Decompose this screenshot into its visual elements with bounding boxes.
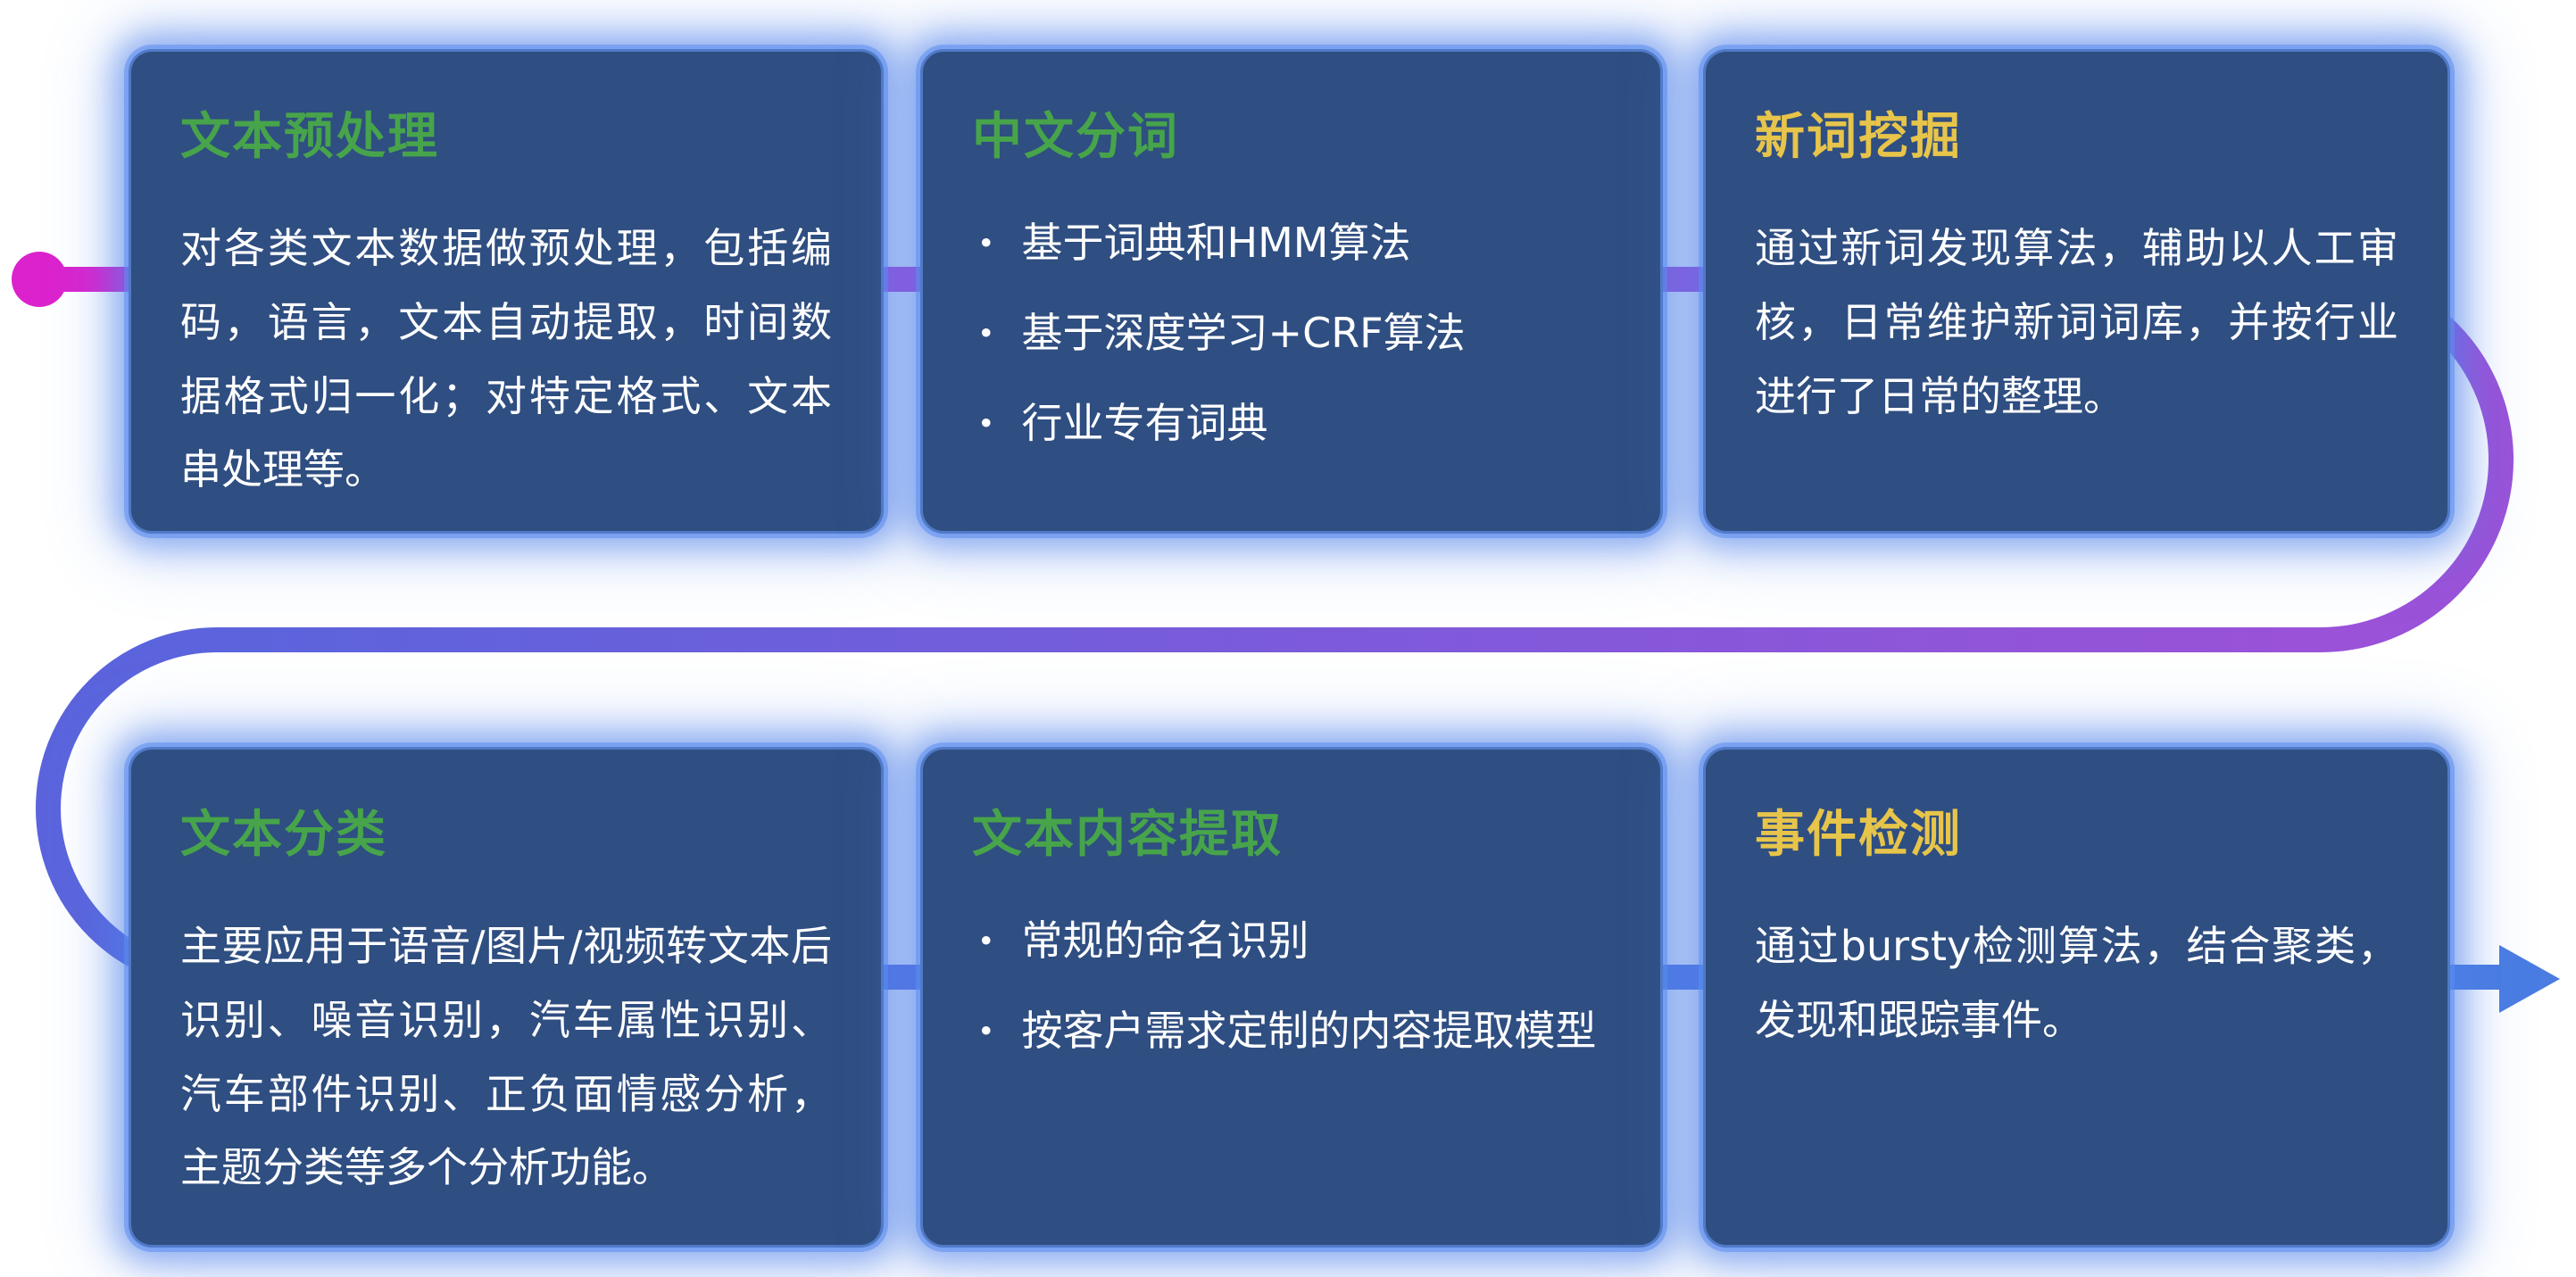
list-item: • 按客户需求定制的内容提取模型 [972, 999, 1611, 1065]
list-item: • 基于词典和HMM算法 [972, 211, 1611, 277]
flow-start-dot-icon [12, 252, 67, 307]
bullet-text: 常规的命名识别 [1021, 916, 1309, 965]
bullet-text: 行业专有词典 [1021, 398, 1268, 447]
card-title: 新词挖掘 [1755, 108, 1962, 166]
flow-arrow-icon [2499, 945, 2560, 1013]
card-title: 文本预处理 [180, 108, 439, 166]
bullet-icon: • [977, 405, 995, 441]
bullet-text: 基于词典和HMM算法 [1021, 219, 1411, 267]
card-new-word-mining: 新词挖掘 通过新词发现算法，辅助以人工审核，日常维护新词词库，并按行业进行了日常… [1703, 49, 2450, 534]
card-body: 通过新词发现算法，辅助以人工审核，日常维护新词词库，并按行业进行了日常的整理。 [1755, 224, 2398, 420]
bullet-list: • 常规的命名识别 • 按客户需求定制的内容提取模型 [972, 909, 1611, 1065]
list-item: • 基于深度学习+CRF算法 [972, 302, 1611, 367]
card-body: 通过bursty检测算法，结合聚类，发现和跟踪事件。 [1755, 922, 2398, 1044]
bullet-list: • 基于词典和HMM算法 • 基于深度学习+CRF算法 • 行业专有词典 [972, 211, 1611, 457]
bullet-text: 基于深度学习+CRF算法 [1021, 308, 1466, 357]
card-text-classification: 文本分类 主要应用于语音/图片/视频转文本后识别、噪音识别，汽车属性识别、汽车部… [129, 747, 884, 1248]
card-text-content-extraction: 文本内容提取 • 常规的命名识别 • 按客户需求定制的内容提取模型 [920, 747, 1663, 1248]
card-event-detection: 事件检测 通过bursty检测算法，结合聚类，发现和跟踪事件。 [1703, 747, 2450, 1248]
card-title: 中文分词 [972, 108, 1179, 166]
card-chinese-word-segmentation: 中文分词 • 基于词典和HMM算法 • 基于深度学习+CRF算法 • 行业专有词… [920, 49, 1663, 534]
list-item: • 行业专有词典 [972, 392, 1611, 457]
card-title: 文本分类 [180, 806, 387, 864]
list-item: • 常规的命名识别 [972, 909, 1611, 974]
bullet-text: 按客户需求定制的内容提取模型 [1021, 1006, 1597, 1055]
bullet-icon: • [977, 1013, 995, 1049]
card-title: 事件检测 [1755, 806, 1962, 864]
bullet-icon: • [977, 924, 995, 958]
card-body: 主要应用于语音/图片/视频转文本后识别、噪音识别，汽车属性识别、汽车部件识别、正… [180, 922, 832, 1192]
card-title: 文本内容提取 [972, 806, 1283, 864]
bullet-icon: • [977, 315, 995, 351]
card-body: 对各类文本数据做预处理，包括编码，语言，文本自动提取，时间数据格式归一化；对特定… [180, 224, 832, 494]
bullet-icon: • [977, 226, 995, 261]
card-text-preprocessing: 文本预处理 对各类文本数据做预处理，包括编码，语言，文本自动提取，时间数据格式归… [129, 49, 884, 534]
